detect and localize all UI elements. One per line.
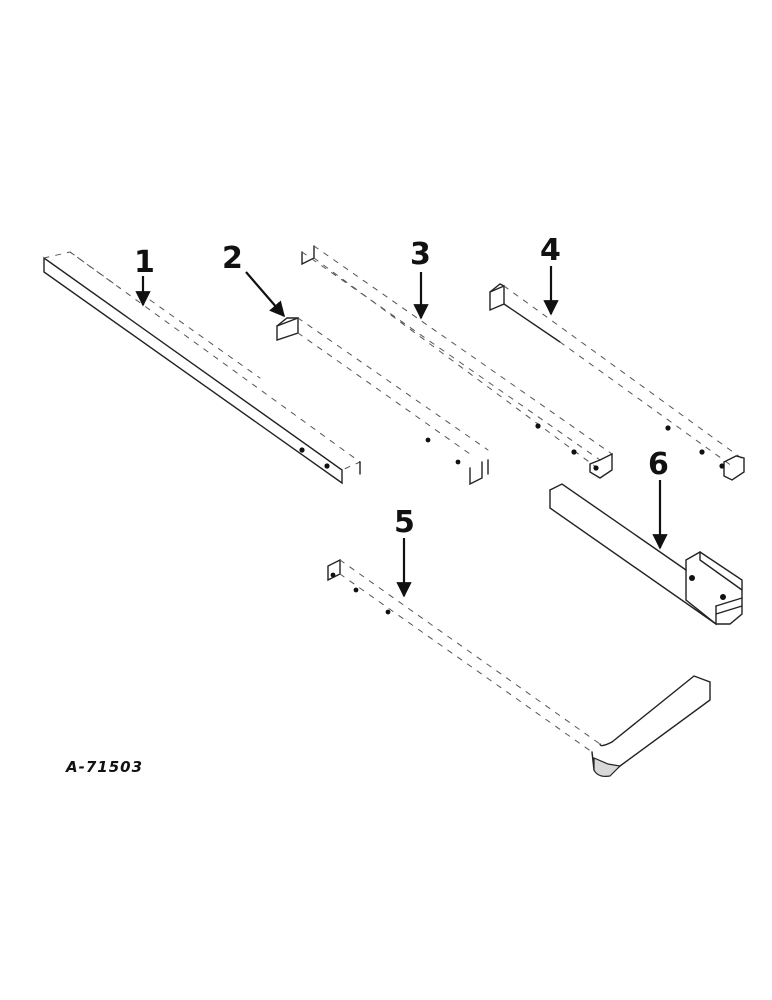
part-5-hole [385, 609, 391, 615]
figure-code: A-71503 [65, 758, 143, 776]
part-5-hole [330, 572, 336, 578]
part-4-hole [699, 449, 705, 455]
part-3-hole [535, 423, 541, 429]
part-2-hole [455, 459, 461, 465]
part-3-hole [571, 449, 577, 455]
part-1-hole [324, 463, 330, 469]
part-4-hole [665, 425, 671, 431]
arrow-2 [245, 271, 286, 318]
part-5-bar [327, 558, 711, 777]
part-2-bar [276, 316, 489, 486]
callout-1: 1 [134, 245, 155, 280]
callout-2: 2 [222, 241, 243, 276]
callout-5: 5 [394, 505, 415, 540]
part-6-hole [689, 575, 695, 581]
part-5-hole [353, 587, 359, 593]
part-3-bar [301, 245, 613, 479]
callout-3: 3 [410, 237, 431, 272]
part-6-bar [549, 483, 743, 626]
callout-6: 6 [648, 447, 669, 482]
callout-arrows [135, 266, 668, 598]
part-6-hole [720, 594, 726, 600]
part-1-bar [43, 251, 361, 485]
part-2-hole [425, 437, 431, 443]
part-4-bar [489, 283, 745, 481]
part-3-hole [593, 465, 599, 471]
part-1-hole [299, 447, 305, 453]
part-4-hole [719, 463, 725, 469]
callout-4: 4 [540, 233, 561, 268]
